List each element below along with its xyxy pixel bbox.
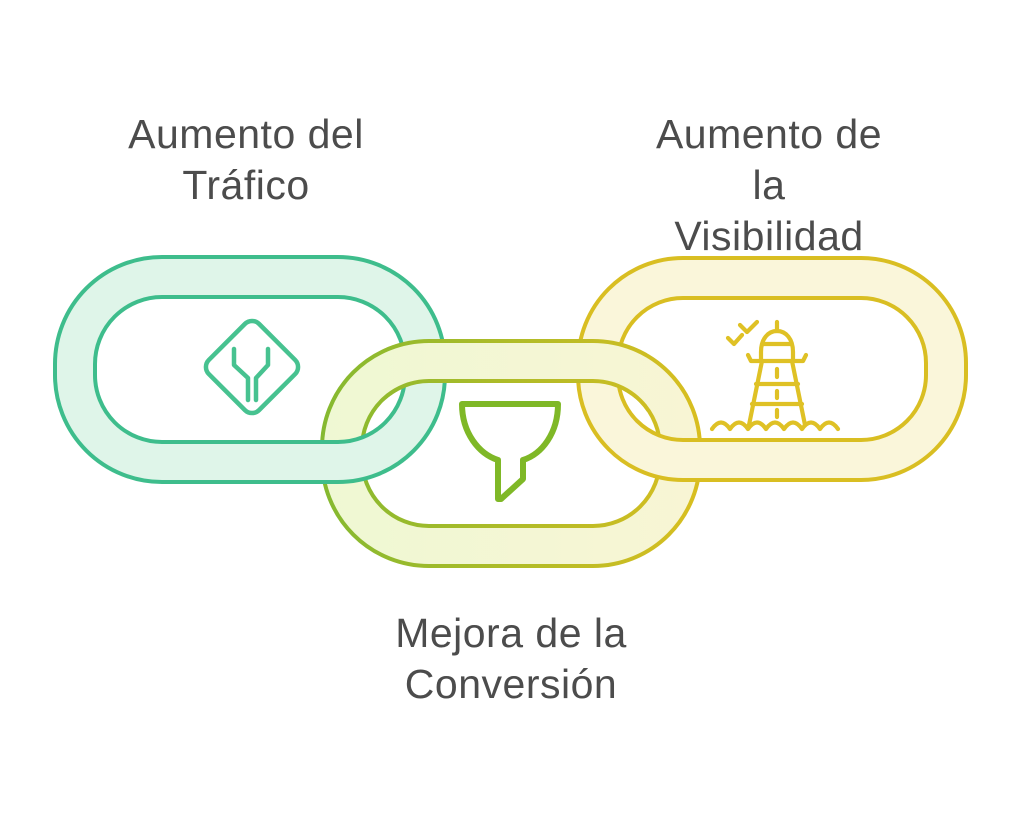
funnel-icon: [459, 401, 561, 502]
bird-icon: [737, 319, 760, 335]
bird-icon: [725, 332, 745, 347]
label-visibility: Aumento de la Visibilidad: [655, 111, 883, 259]
merge-sign-icon: [203, 318, 301, 416]
label-traffic: Aumento del Tráfico: [128, 111, 364, 208]
label-conversion: Mejora de la Conversión: [395, 610, 627, 707]
lighthouse-icon: [709, 319, 841, 432]
waves: [709, 420, 841, 432]
